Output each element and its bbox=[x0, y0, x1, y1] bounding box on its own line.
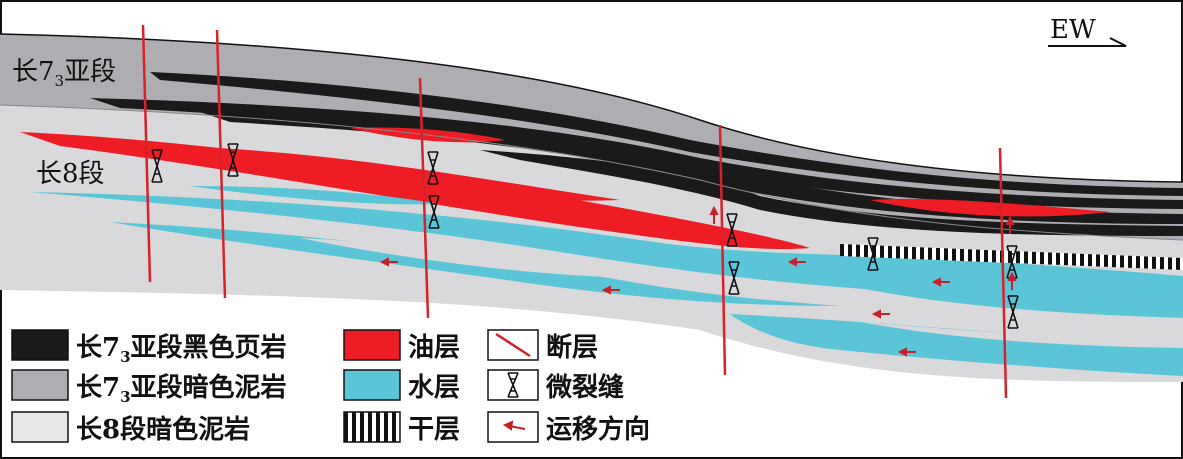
microfracture-legend-icon bbox=[507, 372, 519, 398]
legend-swatch-mudstone-8 bbox=[11, 411, 69, 443]
water-layer bbox=[30, 192, 1183, 310]
oil-layer bbox=[150, 145, 620, 201]
migration-legend-icon bbox=[502, 420, 526, 431]
water-layer bbox=[730, 314, 1183, 376]
migration-arrow-icon bbox=[1007, 271, 1017, 290]
unit-label-chang8: 长8段 bbox=[36, 159, 105, 189]
mudstone-streak bbox=[860, 322, 1183, 348]
fault-line bbox=[418, 77, 430, 319]
migration-arrow-icon bbox=[601, 285, 620, 295]
microfracture-icon bbox=[227, 143, 239, 177]
black-shale-band bbox=[150, 72, 1183, 196]
fault-line bbox=[141, 24, 152, 283]
fault-icon bbox=[495, 332, 531, 358]
black-shale-band bbox=[200, 112, 1183, 224]
migration-arrow-icon bbox=[787, 257, 806, 267]
fault-line bbox=[998, 147, 1008, 399]
microfracture-icon bbox=[428, 195, 440, 229]
oil-layer bbox=[870, 198, 1110, 217]
water-layer bbox=[190, 186, 440, 205]
legend-label-oil: 油层 bbox=[408, 333, 460, 363]
legend-swatch-black-shale bbox=[11, 329, 69, 361]
legend-label-fault: 断层 bbox=[546, 332, 598, 363]
microfracture-icon bbox=[726, 213, 738, 247]
direction-indicator: EW bbox=[1048, 15, 1127, 47]
fault-line bbox=[215, 29, 227, 299]
migration-arrow-icon bbox=[709, 205, 719, 224]
migration-arrow-icon bbox=[1005, 215, 1015, 234]
direction-arrow-icon bbox=[1048, 37, 1127, 47]
migration-arrow-icon bbox=[931, 277, 950, 287]
legend-label-migration: 运移方向 bbox=[546, 414, 650, 445]
legend-swatch-mudstone-73 bbox=[11, 369, 69, 401]
black-shale-band bbox=[480, 150, 1183, 236]
migration-arrow-icon bbox=[379, 257, 398, 267]
dry-layer bbox=[840, 244, 1183, 270]
migration-arrows bbox=[379, 205, 1017, 357]
legend-label-black-shale: 长73亚段黑色页岩 bbox=[76, 332, 287, 366]
legend-label-microfracture: 微裂缝 bbox=[545, 372, 624, 403]
section-outline bbox=[0, 33, 1183, 183]
water-layer bbox=[860, 288, 1183, 318]
legend-swatch-water bbox=[343, 369, 401, 401]
legend-swatch-dry bbox=[343, 411, 401, 443]
microfractures bbox=[151, 143, 1019, 329]
microfracture-icon bbox=[867, 237, 879, 271]
migration-arrow-icon bbox=[897, 347, 916, 357]
legend: 长73亚段黑色页岩 长73亚段暗色泥岩 长8段暗色泥岩 油层 水层 干层 断层 … bbox=[11, 329, 650, 445]
microfracture-icon bbox=[427, 151, 439, 185]
faults bbox=[141, 24, 1008, 399]
mudstone-streak bbox=[300, 238, 640, 278]
microfracture-icon bbox=[728, 261, 740, 295]
legend-label-mudstone-73: 长73亚段暗色泥岩 bbox=[76, 372, 287, 406]
legend-label-dry: 干层 bbox=[408, 415, 460, 445]
direction-label: EW bbox=[1050, 15, 1096, 45]
legend-swatch-oil bbox=[343, 329, 401, 361]
microfracture-icon bbox=[1007, 295, 1019, 329]
migration-arrow-icon bbox=[871, 309, 890, 319]
water-layer bbox=[790, 260, 990, 282]
unit-label-chang73: 长73亚段 bbox=[12, 57, 116, 90]
legend-label-water: 水层 bbox=[408, 373, 460, 403]
microfracture-icon bbox=[151, 149, 163, 183]
legend-label-mudstone-8: 长8段暗色泥岩 bbox=[76, 414, 250, 445]
fault-line bbox=[718, 124, 727, 376]
